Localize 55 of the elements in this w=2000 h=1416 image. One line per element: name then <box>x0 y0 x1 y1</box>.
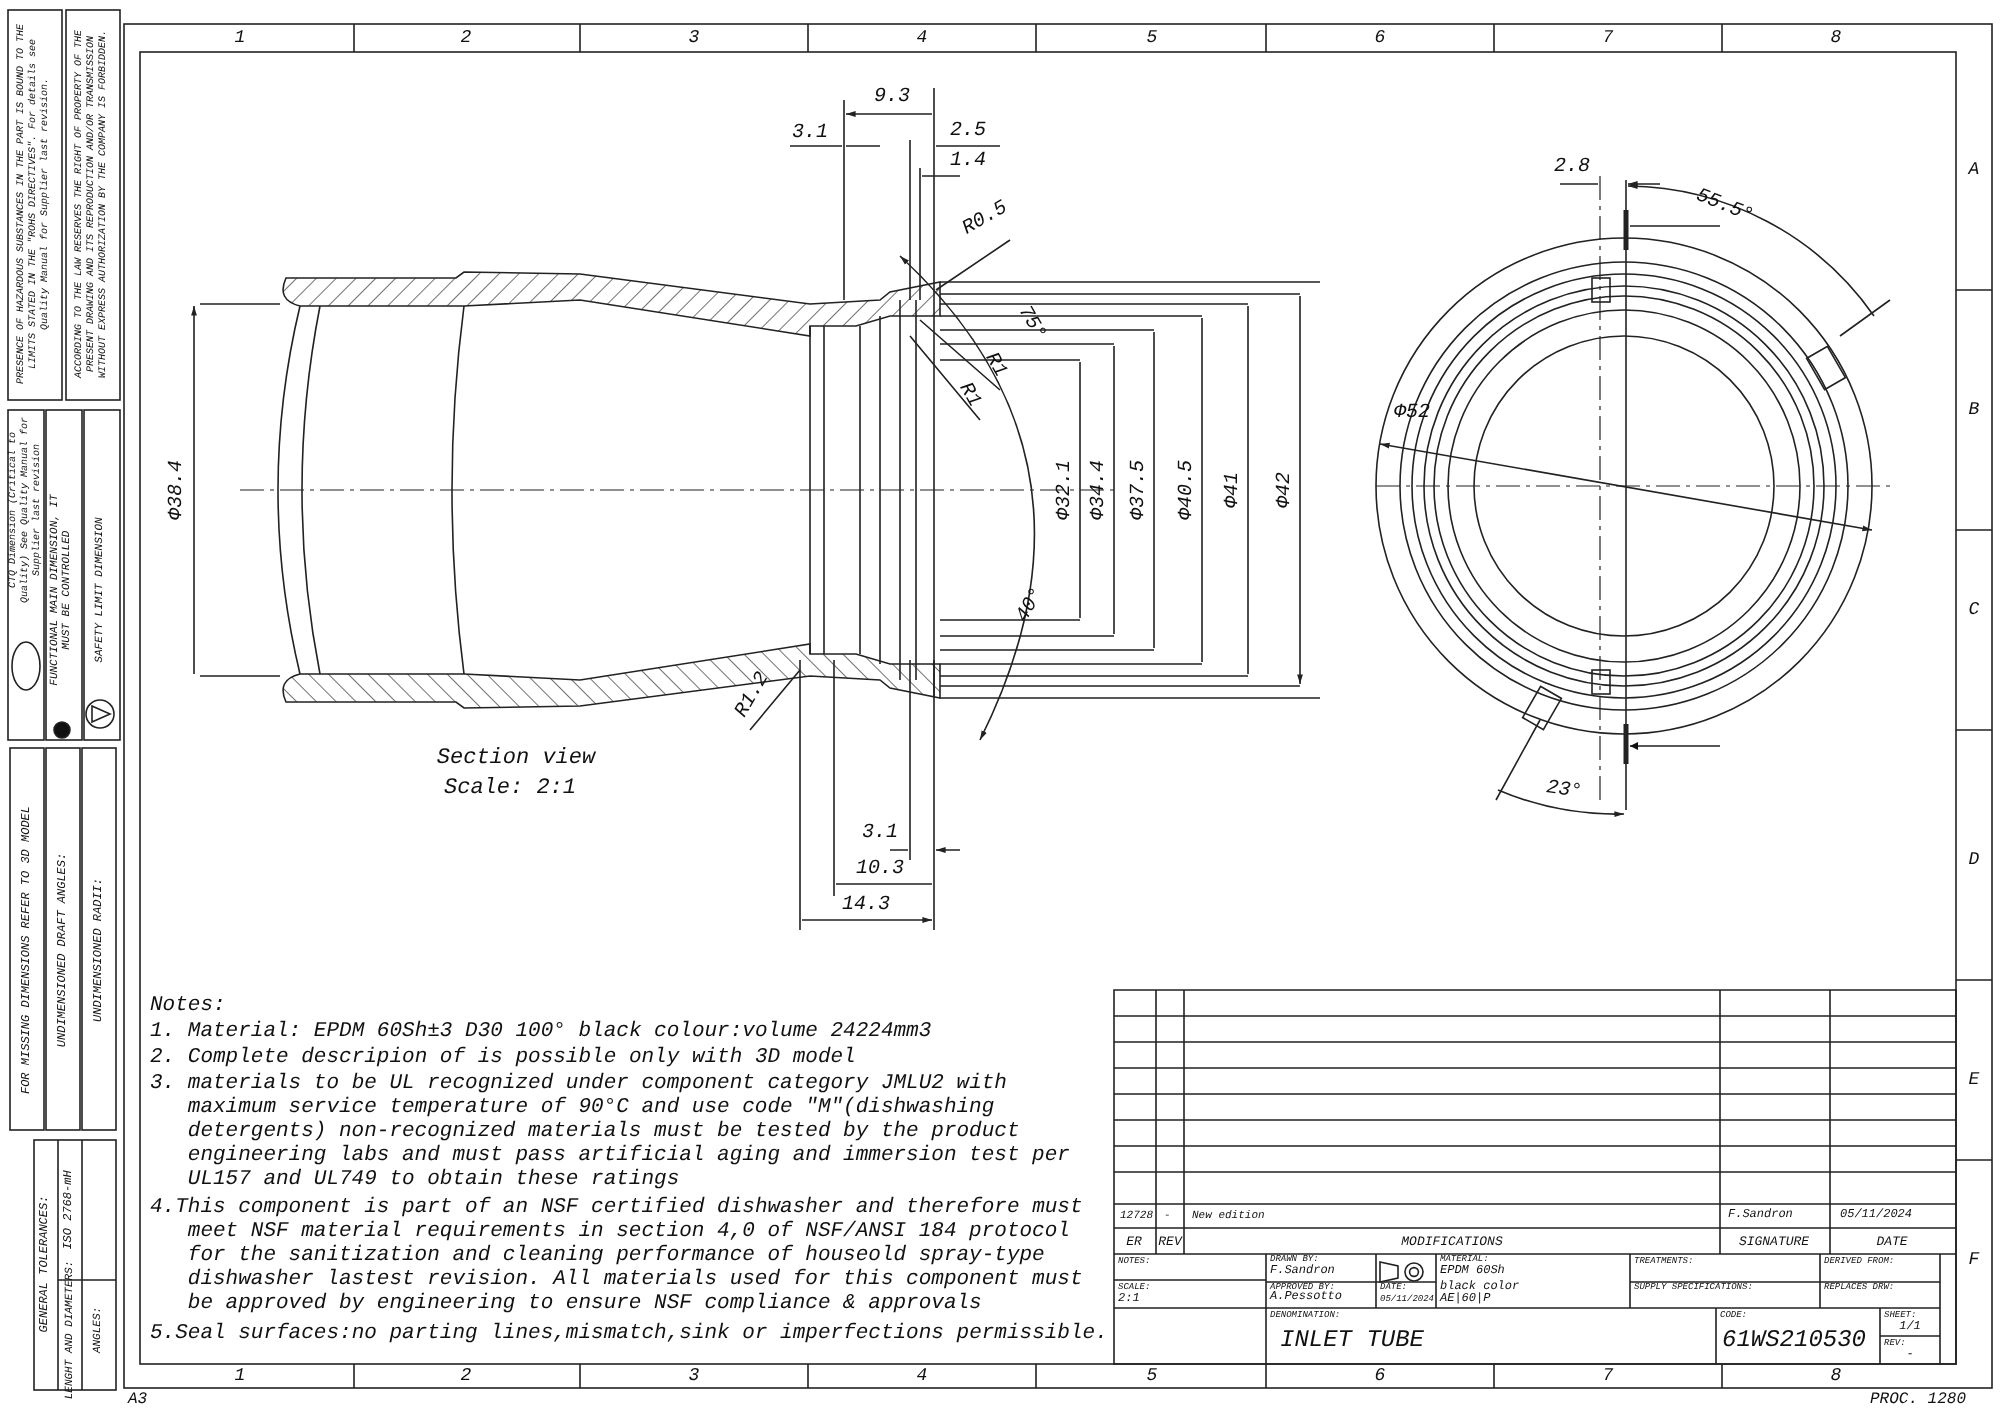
dimension-label: Φ41 <box>1222 472 1246 508</box>
dimension-label: Φ38.4 <box>166 460 190 520</box>
dimension-label: 2.8 <box>1554 156 1590 180</box>
process-number: PROC. 1280 <box>1870 1390 1967 1410</box>
dimension-label: Φ37.5 <box>1128 460 1152 520</box>
grid-reference: C <box>1968 599 1980 621</box>
dimension-label: 40° <box>1013 584 1051 628</box>
grid-reference: E <box>1968 1069 1980 1091</box>
scale-note: Scale: 2:1 <box>444 777 576 803</box>
sheet-format: A3 <box>128 1390 148 1410</box>
dimension-label: Φ40.5 <box>1176 460 1200 520</box>
view-title: Section view <box>436 747 596 773</box>
notes-heading: Notes: <box>150 994 226 1019</box>
grid-reference: 8 <box>1830 27 1842 49</box>
dimension-label: 1.4 <box>950 150 986 174</box>
grid-reference: F <box>1968 1249 1980 1271</box>
grid-reference: A <box>1968 159 1980 181</box>
dimension-label: 23° <box>1544 778 1584 806</box>
dimension-label: Φ32.1 <box>1054 460 1078 520</box>
grid-reference: 7 <box>1602 27 1614 49</box>
dimension-label: 10.3 <box>856 858 904 882</box>
grid-reference: 2 <box>460 1365 472 1387</box>
grid-reference: B <box>1968 399 1980 421</box>
grid-reference: 5 <box>1146 27 1158 49</box>
dimension-label: Φ42 <box>1274 472 1298 508</box>
dimension-label: R1 <box>978 349 1010 383</box>
dimension-label: 2.5 <box>950 120 986 144</box>
dimension-label: 14.3 <box>842 894 890 918</box>
grid-reference: 7 <box>1602 1365 1614 1387</box>
dimension-label: 9.3 <box>874 86 910 110</box>
dimension-label: 55.5° <box>1691 186 1757 230</box>
note-text: 2. Complete descripion of is possible only with 3D model <box>150 1046 858 1071</box>
grid-reference: 4 <box>916 27 928 49</box>
part-code: 61WS210530 <box>1722 1328 1867 1356</box>
grid-reference: 3 <box>688 1365 700 1387</box>
dimension-label: 3.1 <box>862 822 898 846</box>
note-text: 4.This component is part of an NSF certified dishwasher and therefore must meet NSF material requirements in section 4,0 of NSF/ANSI 184 protocol for the sanitization and cleaning performance of houseold spray-type dishwasher lastest revision. All materials used for this component must be approved by engineering to ensure NSF compliance & approvals <box>150 1196 1085 1317</box>
drawing-title: INLET TUBE <box>1280 1328 1425 1356</box>
grid-reference: 4 <box>916 1365 928 1387</box>
dimension-label: 3.1 <box>792 122 828 146</box>
grid-reference: 2 <box>460 27 472 49</box>
note-text: 1. Material: EPDM 60Sh±3 D30 100° black colour:volume 24224mm3 <box>150 1020 934 1045</box>
grid-reference: 6 <box>1374 27 1386 49</box>
dimension-label: 75° <box>1011 302 1049 346</box>
grid-reference: 6 <box>1374 1365 1386 1387</box>
dimension-label: Φ34.4 <box>1088 460 1112 520</box>
grid-reference: 3 <box>688 27 700 49</box>
grid-reference: 8 <box>1830 1365 1842 1387</box>
grid-reference: 1 <box>234 27 246 49</box>
grid-reference: D <box>1968 849 1980 871</box>
dimension-label: R1 <box>952 379 984 413</box>
note-text: 5.Seal surfaces:no parting lines,mismatch,sink or imperfections permissible. <box>150 1322 1110 1347</box>
grid-reference: 5 <box>1146 1365 1158 1387</box>
grid-reference: 1 <box>234 1365 246 1387</box>
note-text: 3. materials to be UL recognized under component category JMLU2 with maximum service temperature of 90°C and use code "M"(dishwashing detergents) non-recognized materials must be tested by the product engineering labs and must pass artificial aging and immersion test per UL157 and UL749 to obtain these ratings <box>150 1072 1072 1193</box>
